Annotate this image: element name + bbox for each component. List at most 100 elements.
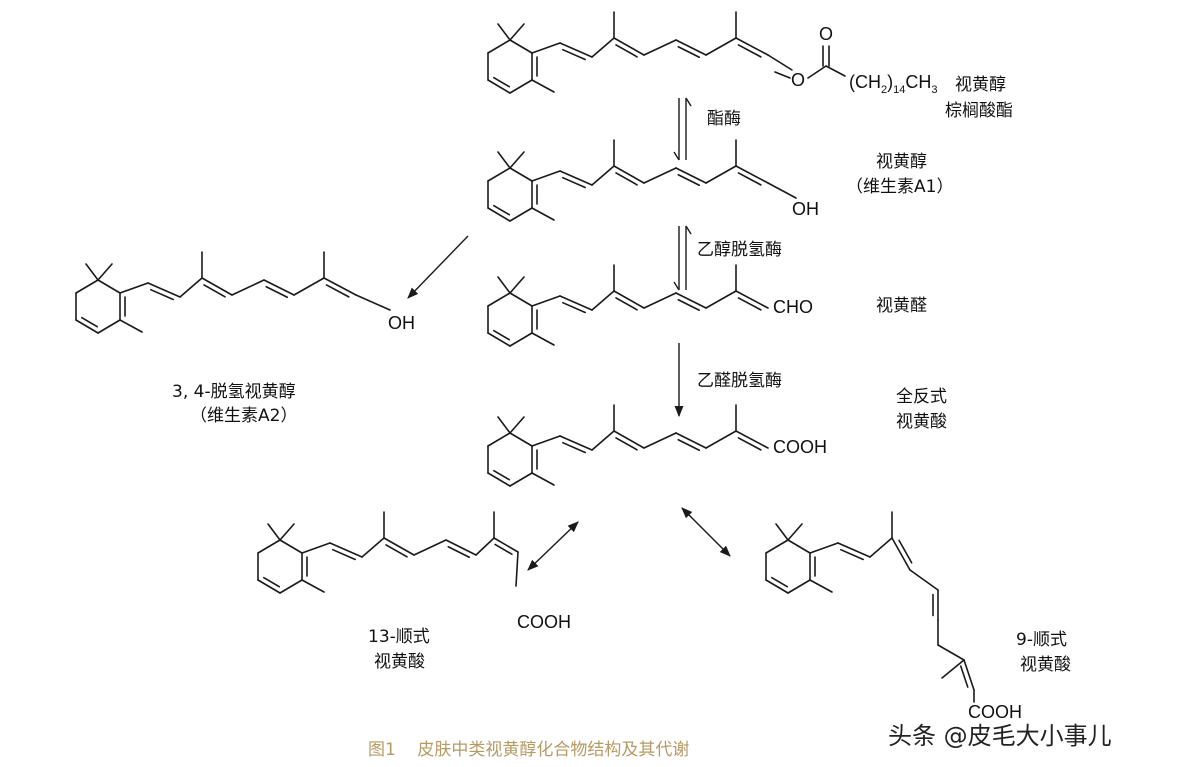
double-bond-line [81, 316, 99, 328]
9-cis-retinoic-acid-structure [765, 511, 975, 703]
bond [869, 537, 893, 558]
ch2-text: (CH [849, 72, 881, 92]
dehydroretinol-name-line1: 3, 4-脱氢视黄醇 [172, 382, 296, 402]
bond [493, 537, 519, 553]
bond [705, 165, 737, 184]
bond [509, 432, 533, 447]
bond [613, 165, 645, 184]
bond [147, 282, 181, 298]
isomerization-arrow-9cis [681, 507, 731, 557]
bond [487, 332, 511, 347]
methyl [497, 23, 511, 41]
bond [475, 537, 495, 556]
bond [675, 39, 707, 56]
bond [383, 537, 415, 556]
bond [509, 167, 533, 182]
bond [705, 430, 737, 449]
bond [509, 292, 533, 307]
double-bond-line [959, 665, 969, 688]
bond [675, 292, 707, 309]
bond [531, 42, 561, 54]
double-bond-line [677, 45, 701, 59]
double-bond-line [561, 176, 586, 189]
bond [643, 432, 677, 449]
bond [515, 551, 519, 587]
bond [75, 319, 99, 334]
bond [301, 542, 331, 554]
double-bond-line [677, 438, 701, 452]
bond [329, 542, 363, 558]
bond [735, 430, 769, 449]
double-bond-line [265, 285, 289, 299]
paren-close: ) [887, 72, 893, 92]
double-bond-line [677, 173, 701, 187]
half-head-3 [673, 281, 680, 291]
methyl [509, 416, 525, 434]
retinol-name-line1: 视黄醇 [876, 152, 927, 172]
bond [355, 294, 391, 311]
dehydroretinol-oh-label: OH [388, 313, 415, 333]
bond [531, 435, 561, 447]
double-bond-line [737, 437, 762, 451]
dehydroretinol-name-line2: （维生素A2） [190, 406, 297, 426]
bond [909, 569, 939, 591]
bond [531, 170, 561, 182]
bond [963, 659, 975, 691]
half-head-4 [685, 225, 692, 235]
subscript-14: 14 [893, 84, 905, 96]
retinal-cho-label: CHO [773, 297, 813, 317]
bond [559, 435, 593, 451]
bond [765, 539, 789, 554]
alcohol-dehydrogenase-label: 乙醇脱氢酶 [697, 240, 782, 260]
methyl [497, 276, 511, 294]
double-bond-line [447, 545, 471, 559]
bond [787, 539, 811, 554]
methyl [787, 523, 803, 541]
subscript-2: 2 [881, 84, 887, 96]
bond [591, 430, 615, 451]
bond [735, 290, 769, 309]
retinyl-palmitate-name-line2: 棕榈酸酯 [945, 101, 1013, 121]
methyl [267, 523, 281, 541]
double-bond-line [561, 441, 586, 454]
double-bond-line [203, 284, 226, 298]
double-bond-line [561, 48, 586, 61]
ch3-text: CH [905, 72, 931, 92]
bond [937, 644, 965, 661]
bond [675, 167, 707, 184]
cis9-name-line1: 9-顺式 [1016, 630, 1067, 650]
retinyl-palmitate-structure [487, 11, 793, 94]
methyl [809, 579, 833, 593]
methyl [775, 523, 789, 541]
methyl [509, 276, 525, 294]
bond [487, 292, 511, 307]
bond [445, 539, 477, 556]
methyl [531, 207, 555, 221]
bond [613, 430, 645, 449]
bond [413, 539, 447, 556]
bond [509, 332, 533, 347]
bond [613, 37, 645, 56]
bond [201, 277, 233, 296]
double-bond-line [494, 543, 513, 556]
bond [591, 37, 615, 58]
bond [735, 165, 769, 184]
bond [559, 295, 593, 311]
bond [765, 579, 789, 594]
bond [179, 277, 203, 298]
isomerization-arrow-13cis [527, 521, 579, 571]
subscript-3: 3 [931, 84, 937, 96]
cis9-cooh-label: COOH [968, 702, 1022, 722]
methyl [509, 151, 525, 169]
bond [613, 290, 645, 309]
bond [767, 54, 793, 71]
methyl [941, 659, 965, 679]
bond [97, 279, 121, 294]
double-bond-line [385, 544, 408, 558]
all-trans-retinoic-acid-structure [487, 404, 769, 487]
bond [509, 79, 533, 94]
retinal-name: 视黄醛 [876, 296, 927, 316]
ester-oxygen-label: O [791, 70, 805, 90]
bond [361, 537, 385, 558]
